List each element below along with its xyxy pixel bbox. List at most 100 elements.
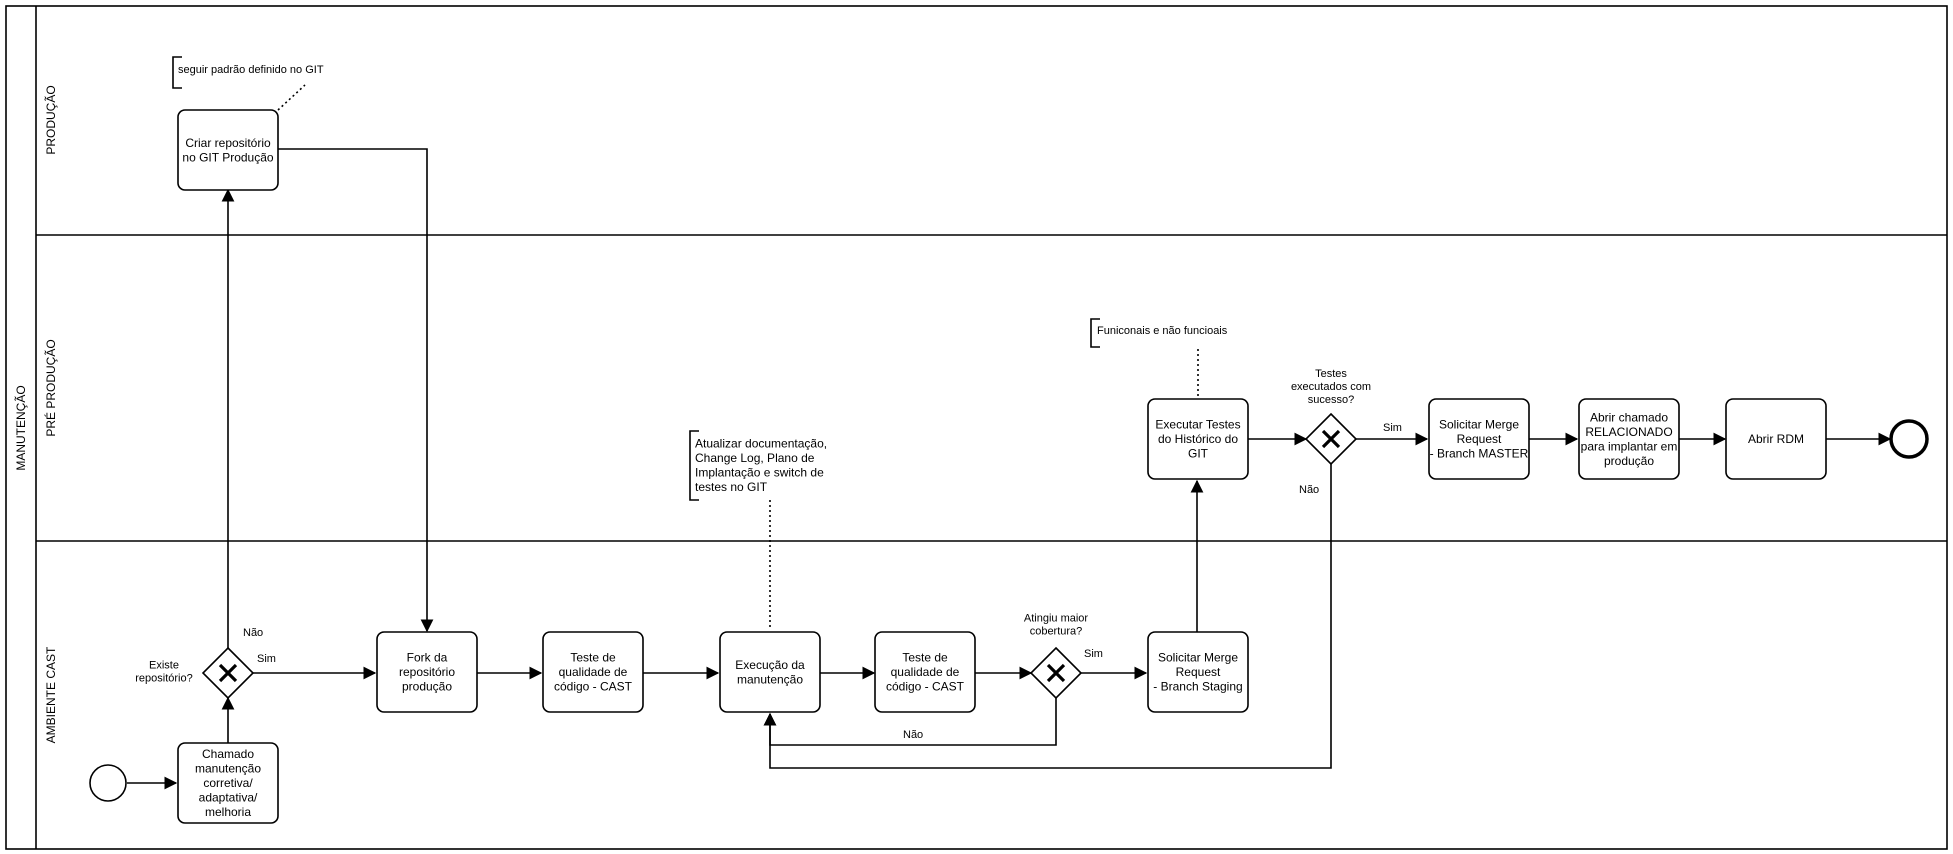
label-line: repositório: [399, 665, 455, 679]
label-line: repositório?: [135, 673, 192, 685]
label-line: Request: [1176, 665, 1221, 679]
gateway-existe-repositorio-no: Não: [243, 627, 263, 639]
label-line: manutenção: [737, 672, 803, 686]
task-merge-master-box[interactable]: [1428, 398, 1530, 480]
label-line: código - CAST: [886, 680, 965, 694]
label-line: Existe: [149, 660, 179, 672]
gateway-testes-sucesso-yes: Sim: [1383, 422, 1402, 434]
task-abrir-rdm-box[interactable]: [1725, 398, 1827, 480]
label-line: seguir padrão definido no GIT: [178, 64, 324, 76]
label-line: Abrir RDM: [1748, 432, 1804, 446]
lane-label-producao: PRODUÇÃO: [44, 85, 58, 154]
label-line: Request: [1457, 432, 1502, 446]
lane-label-ambiente-cast: AMBIENTE CAST: [44, 646, 58, 743]
task-criar-repositorio-box[interactable]: [177, 109, 279, 191]
gateway-existe-repositorio[interactable]: [201, 646, 255, 700]
task-executar-testes-box[interactable]: [1147, 398, 1249, 480]
label-line: qualidade de: [559, 665, 628, 679]
flow-criar-repo-to-fork: [278, 148, 434, 633]
association-git-padrao: [277, 84, 306, 111]
label-line: Abrir chamado: [1590, 410, 1668, 424]
label-line: melhoria: [205, 805, 251, 819]
annotation-documentacao: Atualizar documentação,Change Log, Plano…: [695, 436, 827, 494]
sequence-flows: [127, 148, 1892, 790]
gateway-existe-repositorio-yes: Sim: [257, 653, 276, 665]
label-line: corretiva/: [203, 776, 253, 790]
label-line: Chamado: [202, 747, 254, 761]
label-line: Execução da: [735, 658, 805, 672]
task-merge-staging-box[interactable]: [1147, 631, 1249, 713]
label-line: Testes: [1315, 368, 1347, 380]
label-line: Funiconais e não funcioais: [1097, 325, 1228, 337]
label-line: Teste de: [902, 651, 948, 665]
label-line: adaptativa/: [199, 791, 258, 805]
label-line: Fork da: [407, 651, 448, 665]
label-line: executados com: [1291, 381, 1371, 393]
label-line: Implantação e switch de: [695, 465, 824, 479]
annotation-funcionais-bracket: [1090, 318, 1100, 348]
gateway-x-icon: [1046, 663, 1066, 683]
task-fork-box[interactable]: [376, 631, 478, 713]
label-line: sucesso?: [1308, 394, 1354, 406]
label-line: Solicitar Merge: [1158, 651, 1238, 665]
task-chamado-box[interactable]: [177, 742, 279, 824]
annotation-funcionais: Funiconais e não funcioais: [1097, 325, 1228, 337]
label-line: qualidade de: [891, 665, 960, 679]
label-line: Atualizar documentação,: [695, 436, 827, 450]
lane-label-pre-producao: PRÉ PRODUÇÃO: [43, 339, 58, 436]
label-line: produção: [1604, 454, 1654, 468]
label-line: GIT: [1188, 447, 1209, 461]
label-line: código - CAST: [554, 680, 633, 694]
label-line: - Branch MASTER: [1430, 447, 1529, 461]
label-line: manutenção: [195, 762, 261, 776]
label-line: Change Log, Plano de: [695, 451, 815, 465]
annotation-git-padrao: seguir padrão definido no GIT: [178, 64, 324, 76]
gateway-testes-sucesso[interactable]: [1304, 412, 1358, 466]
end-event[interactable]: [1889, 419, 1929, 459]
gateway-cobertura-no: Não: [903, 729, 923, 741]
start-event[interactable]: [89, 764, 127, 802]
task-abrir-chamado-box[interactable]: [1578, 398, 1680, 480]
label-line: Criar repositório: [185, 136, 271, 150]
label-line: - Branch Staging: [1153, 680, 1242, 694]
label-line: para implantar em: [1581, 439, 1678, 453]
flow-gateway-no-to-execucao-2: [763, 464, 1332, 769]
label-line: no GIT Produção: [182, 150, 273, 164]
task-execucao-box[interactable]: [719, 631, 821, 713]
task-abrir-rdm-label: Abrir RDM: [1748, 432, 1804, 446]
label-line: testes no GIT: [695, 480, 768, 494]
annotation-documentacao-bracket: [689, 430, 699, 501]
gateway-cobertura-yes: Sim: [1084, 648, 1103, 660]
task-teste-qualidade-1-box[interactable]: [542, 631, 644, 713]
label-line: Atingiu maior: [1024, 613, 1089, 625]
gateway-atingiu-cobertura[interactable]: [1029, 646, 1083, 700]
label-line: Solicitar Merge: [1439, 418, 1519, 432]
label-line: RELACIONADO: [1585, 425, 1672, 439]
pool-label: MANUTENÇÃO: [14, 385, 28, 470]
gateway-testes-sucesso-no: Não: [1299, 484, 1319, 496]
label-line: Executar Testes: [1155, 418, 1240, 432]
annotation-git-padrao-bracket: [172, 56, 182, 89]
label-line: cobertura?: [1030, 626, 1083, 638]
label-line: do Histórico do: [1158, 432, 1238, 446]
label-line: produção: [402, 680, 452, 694]
gateway-x-icon: [218, 663, 238, 683]
pool-border: [5, 5, 1948, 850]
label-line: Teste de: [570, 651, 616, 665]
task-teste-qualidade-2-box[interactable]: [874, 631, 976, 713]
gateway-x-icon: [1321, 429, 1341, 449]
